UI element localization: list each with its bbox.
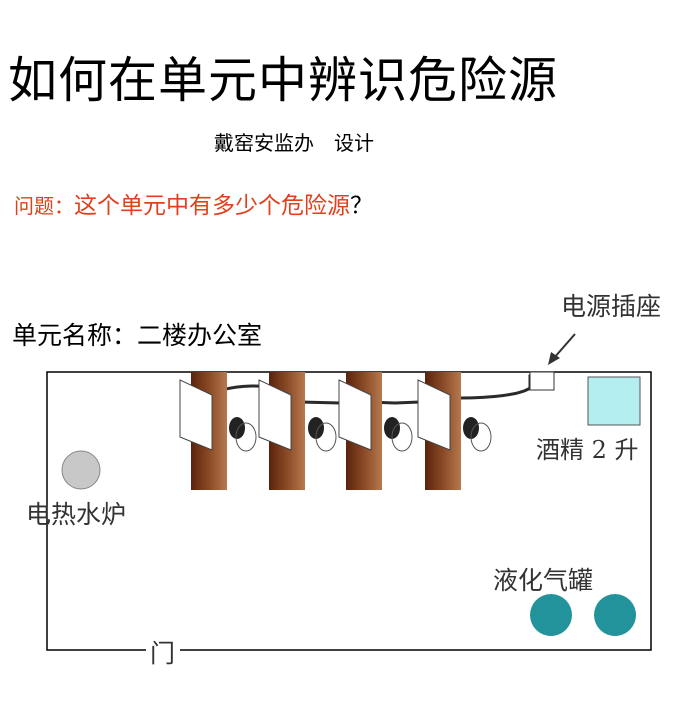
unit-name: 单元名称：二楼办公室 (12, 321, 263, 350)
heater-label: 电热水炉 (26, 500, 127, 529)
water-heater-icon (61, 450, 101, 490)
chair-back-icon (308, 417, 324, 439)
alcohol-label: 酒精 2 升 (536, 436, 639, 464)
chair-seat-icon (391, 422, 413, 452)
question: 问题：这个单元中有多少个危险源？ (14, 186, 373, 220)
power-cable (221, 374, 545, 405)
desk-3 (338, 372, 413, 490)
socket-icon (529, 371, 555, 391)
chair-back-icon (229, 417, 245, 439)
desk-2 (258, 372, 337, 490)
chair-back-icon (463, 417, 479, 439)
chair-back-icon (384, 417, 400, 439)
computer-monitor-icon (338, 379, 372, 451)
door-label: 门 (146, 634, 180, 670)
chair-seat-icon (235, 422, 257, 452)
chair-seat-icon (315, 422, 337, 452)
alcohol-container-icon (587, 376, 641, 426)
socket-arrowhead (548, 352, 560, 365)
chair-seat-icon (470, 422, 492, 452)
page-title: 如何在单元中辨识危险源 (8, 52, 559, 109)
question-prefix: 问题： (14, 194, 74, 218)
computer-monitor-icon (258, 379, 292, 451)
socket-arrow (553, 333, 576, 359)
desk-1 (179, 372, 257, 490)
computer-monitor-icon (179, 379, 213, 451)
designer-credit: 戴窑安监办 设计 (214, 131, 374, 155)
question-mark: ？ (350, 193, 373, 219)
gas-tank-label: 液化气罐 (493, 566, 594, 595)
gas-tank-icon (594, 594, 636, 636)
computer-monitor-icon (417, 379, 451, 451)
socket-label: 电源插座 (561, 292, 662, 321)
gas-tank-icon (530, 594, 572, 636)
question-text: 这个单元中有多少个危险源 (74, 193, 350, 219)
desk-4 (417, 372, 492, 490)
